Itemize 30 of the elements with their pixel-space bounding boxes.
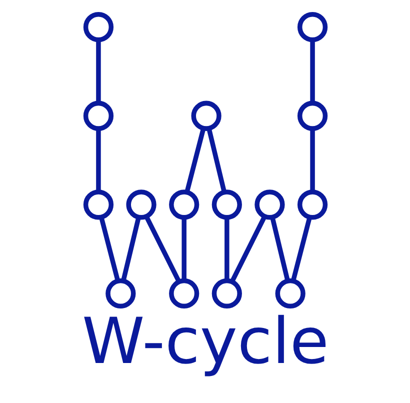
node-circle (126, 190, 156, 220)
connector (96, 40, 100, 103)
node-circle (274, 278, 305, 309)
connector (290, 216, 312, 282)
node-circle (105, 278, 136, 309)
node-circle (168, 278, 199, 309)
connector (206, 128, 226, 193)
node-circle (168, 190, 199, 220)
node-circle (211, 278, 242, 309)
node-circle (296, 190, 328, 220)
node-circle (190, 100, 221, 131)
connector (96, 128, 100, 192)
connector (310, 128, 314, 192)
node-circle (82, 100, 114, 131)
connector (184, 128, 206, 193)
connector (120, 216, 140, 282)
node-circle (296, 12, 328, 42)
connector (181, 217, 186, 280)
connector (224, 217, 229, 280)
node-circle (211, 190, 242, 220)
connector (98, 216, 120, 282)
connector (230, 216, 266, 282)
connector (144, 216, 180, 282)
node-circle (82, 12, 114, 42)
node-circle (82, 190, 114, 220)
connector (310, 40, 314, 103)
caption: W-cycle (82, 304, 328, 378)
connector (270, 216, 290, 282)
node-circle (296, 100, 328, 131)
node-circle (254, 190, 284, 220)
